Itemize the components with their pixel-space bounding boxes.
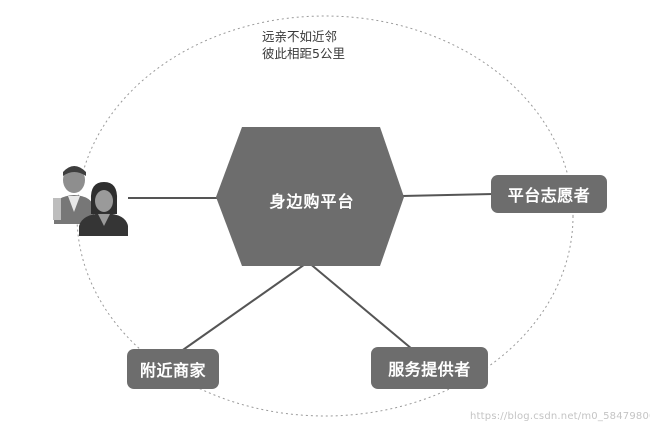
platform-hexagon: [216, 127, 404, 266]
connector-merchant: [179, 261, 309, 353]
provider-label: 服务提供者: [388, 360, 471, 379]
caption-line-1: 远亲不如近邻: [262, 29, 338, 44]
couple-users-icon: [53, 166, 128, 236]
merchant-node: 附近商家: [127, 349, 219, 389]
platform-label: 身边购平台: [269, 192, 355, 211]
proximity-caption: 远亲不如近邻 彼此相距5公里: [262, 28, 372, 62]
connector-provider: [307, 261, 413, 350]
watermark-text: https://blog.csdn.net/m0_58479800: [470, 411, 650, 422]
connector-volunteer: [401, 193, 494, 197]
provider-node: 服务提供者: [371, 347, 488, 389]
merchant-label: 附近商家: [139, 361, 206, 380]
volunteer-node: 平台志愿者: [491, 175, 607, 213]
caption-line-2: 彼此相距5公里: [262, 46, 345, 61]
volunteer-label: 平台志愿者: [507, 186, 591, 205]
